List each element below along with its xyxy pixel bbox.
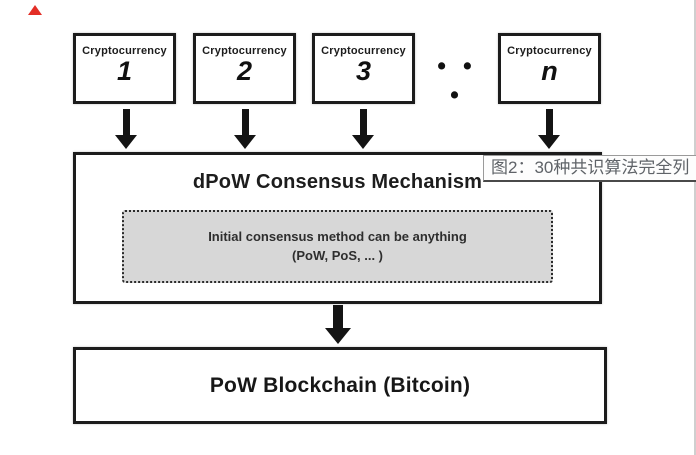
arrow-head [325, 328, 351, 344]
pow-blockchain-box: PoW Blockchain (Bitcoin) [73, 347, 607, 424]
cryptocurrency-index: 1 [116, 56, 133, 86]
consensus-note-box: Initial consensus method can be anything… [122, 210, 553, 283]
cryptocurrency-label: Cryptocurrency [82, 45, 167, 57]
figure-caption-tooltip: 图2：30种共识算法完全列 [483, 155, 696, 182]
red-triangle-marker-icon [28, 5, 42, 15]
cryptocurrency-index: n [541, 56, 558, 86]
arrow-shaft [122, 109, 130, 135]
cryptocurrency-box-3: Cryptocurrency 3 [312, 33, 415, 104]
arrow-head [115, 135, 137, 149]
cryptocurrency-label: Cryptocurrency [202, 45, 287, 57]
arrow-head [538, 135, 560, 149]
note-line-2: (PoW, PoS, ... ) [292, 247, 383, 263]
flow-arrow-icon [352, 109, 374, 149]
cryptocurrency-label: Cryptocurrency [507, 45, 592, 57]
arrow-shaft [333, 305, 343, 328]
page-edge-divider [694, 0, 696, 455]
arrow-shaft [359, 109, 367, 135]
note-line-1: Initial consensus method can be anything [208, 228, 467, 244]
flow-arrow-icon [115, 109, 137, 149]
cryptocurrency-label: Cryptocurrency [321, 45, 406, 57]
cryptocurrency-index: 2 [236, 56, 253, 86]
blockchain-label: PoW Blockchain (Bitcoin) [209, 373, 471, 397]
arrow-shaft [545, 109, 553, 135]
flow-arrow-icon [538, 109, 560, 149]
cryptocurrency-box-1: Cryptocurrency 1 [73, 33, 176, 104]
cryptocurrency-box-2: Cryptocurrency 2 [193, 33, 296, 104]
flow-arrow-icon [234, 109, 256, 149]
cryptocurrency-box-n: Cryptocurrency n [498, 33, 601, 104]
ellipsis-dots: • • • [437, 52, 477, 109]
consensus-title: dPoW Consensus Mechanism [192, 171, 483, 193]
flow-arrow-icon [325, 305, 351, 344]
arrow-head [352, 135, 374, 149]
arrow-head [234, 135, 256, 149]
cryptocurrency-index: 3 [355, 56, 372, 86]
arrow-shaft [241, 109, 249, 135]
